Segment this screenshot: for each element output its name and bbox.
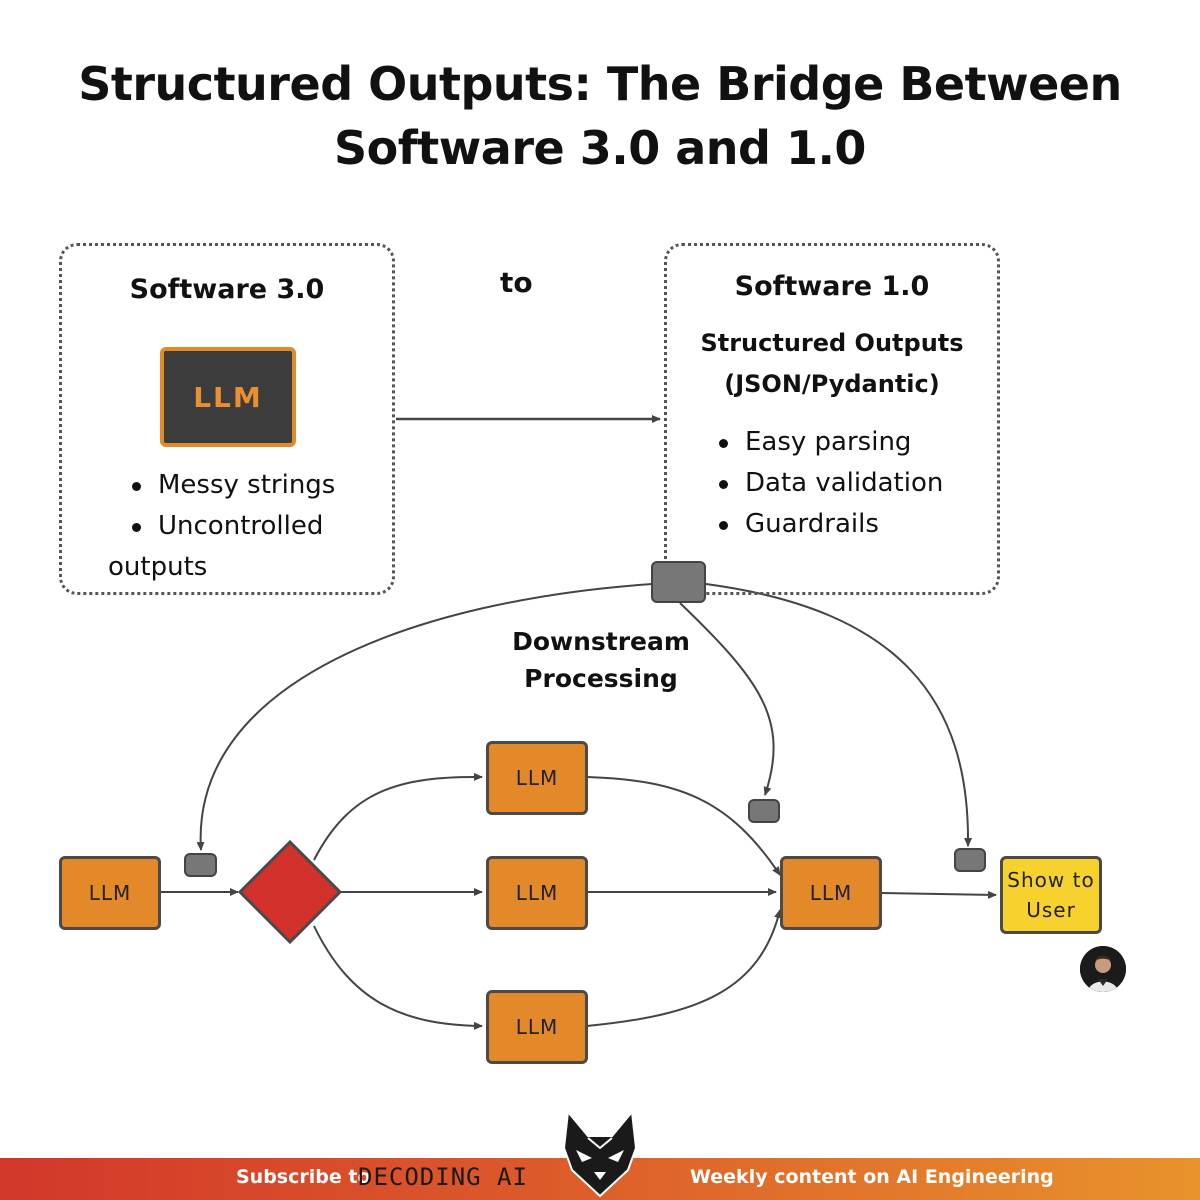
edge-decision-to-top [313, 772, 483, 861]
curve-to-right-chip [705, 583, 973, 847]
output-chip [954, 848, 986, 872]
decision-diamond [237, 839, 343, 945]
output-line-2: User [1026, 898, 1076, 922]
edge-top-to-merge [586, 776, 781, 876]
bullet-item: Easy parsing [717, 422, 987, 463]
downstream-line-2: Processing [524, 664, 678, 693]
wolf-logo-icon [562, 1109, 638, 1198]
avatar-image [1080, 946, 1126, 992]
title-line-2: Software 3.0 and 1.0 [334, 121, 866, 175]
llm-node-merge: LLM [780, 856, 882, 930]
input-chip [184, 853, 217, 877]
curve-to-middle-chip [679, 602, 775, 796]
show-to-user-node: Show to User [1000, 856, 1102, 934]
llm-node-middle: LLM [486, 856, 588, 930]
edge-merge-to-output [881, 890, 997, 899]
bullet-item: Data validation [717, 463, 987, 504]
source-chip [651, 561, 706, 603]
footer-tagline: Weekly content on AI Engineering [690, 1166, 1054, 1188]
downstream-line-1: Downstream [512, 627, 690, 656]
software-3-heading: Software 3.0 [129, 274, 325, 305]
edge-bottom-to-merge [586, 909, 782, 1027]
llm-block-label: LLM [193, 380, 263, 414]
edge-decision-to-bottom [313, 925, 483, 1030]
title-line-1: Structured Outputs: The Bridge Between [78, 57, 1122, 111]
software-3-panel: Software 3.0 LLM Messy strings Uncontrol… [59, 243, 395, 595]
subheading-line-1: Structured Outputs [700, 329, 964, 357]
footer-brand[interactable]: DECODING AI [358, 1163, 528, 1191]
software-1-heading: Software 1.0 [734, 271, 930, 302]
subheading-line-2: (JSON/Pydantic) [724, 370, 940, 398]
software-1-bullets: Easy parsing Data validation Guardrails [717, 422, 987, 545]
downstream-label: Downstream Processing [496, 623, 706, 697]
llm-node-start: LLM [59, 856, 161, 930]
output-line-1: Show to [1007, 868, 1095, 892]
bullet-item: Guardrails [717, 504, 987, 545]
llm-node-bottom: LLM [486, 990, 588, 1064]
connector-label: to [500, 266, 533, 299]
merge-chip [748, 799, 780, 823]
curve-to-left-chip [196, 583, 653, 851]
software-1-panel: Software 1.0 Structured Outputs (JSON/Py… [664, 243, 1000, 595]
footer-subscribe: Subscribe to [236, 1166, 371, 1188]
software-3-bullets: Messy strings Uncontrolled outputs [108, 465, 390, 588]
author-avatar [1080, 946, 1126, 992]
llm-node-top: LLM [486, 741, 588, 815]
bullet-item: Uncontrolled [130, 506, 390, 547]
bullet-item: Messy strings [130, 465, 390, 506]
bullet-continuation: outputs [108, 552, 208, 582]
llm-block: LLM [160, 347, 296, 447]
structured-outputs-heading: Structured Outputs (JSON/Pydantic) [667, 323, 997, 405]
page-title: Structured Outputs: The Bridge Between S… [0, 52, 1200, 180]
